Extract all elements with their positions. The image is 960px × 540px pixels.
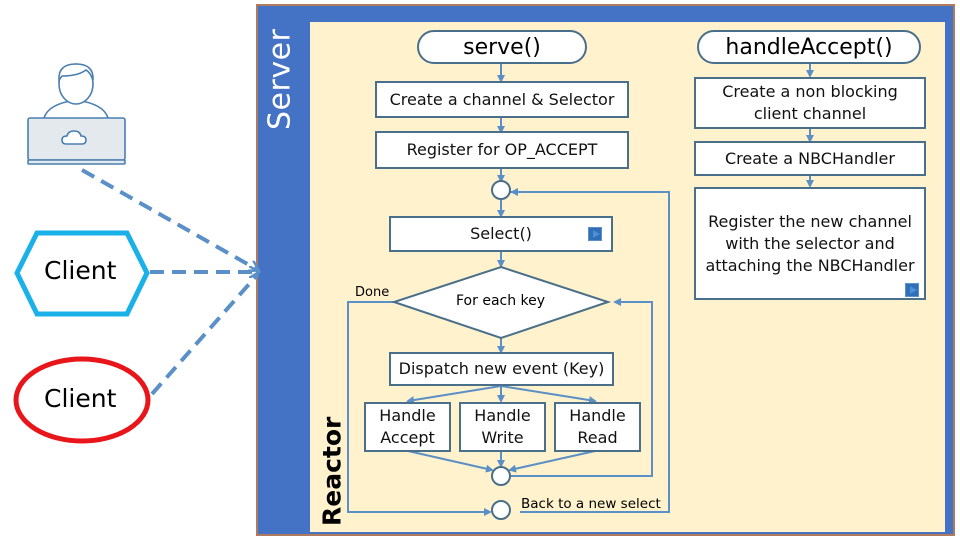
handler-write-line2: Write [481, 428, 524, 447]
step-create-nonblocking-line2: client channel [753, 104, 867, 123]
serve-start-label: serve() [463, 34, 541, 60]
step-create-nonblocking[interactable]: Create a non blocking client channel [694, 77, 926, 129]
handler-accept[interactable]: Handle Accept [364, 402, 451, 452]
client-hexagon-shape[interactable] [14, 230, 150, 317]
person-laptop-icon [27, 63, 126, 165]
decision-label: For each key [456, 293, 546, 309]
client-ellipse-shape[interactable] [13, 356, 151, 444]
step-create-nbchandler[interactable]: Create a NBCHandler [694, 141, 926, 176]
step-select-label: Select() [470, 224, 532, 243]
step-dispatch[interactable]: Dispatch new event (Key) [389, 352, 614, 386]
step-register-accept[interactable]: Register for OP_ACCEPT [375, 131, 629, 169]
step-dispatch-label: Dispatch new event (Key) [398, 359, 605, 378]
handler-accept-line2: Accept [380, 428, 435, 447]
step-create-nonblocking-line1: Create a non blocking [722, 82, 898, 101]
serve-start[interactable]: serve() [417, 30, 587, 64]
client-label-1: Client [44, 256, 117, 285]
step-register-channel[interactable]: Register the new channel with the select… [694, 187, 926, 300]
merge-node-handlers [491, 466, 511, 486]
step-register-channel-line1: Register the new channel [708, 211, 912, 231]
play-button-icon[interactable] [905, 283, 919, 297]
done-label: Done [355, 285, 390, 300]
step-create-channel[interactable]: Create a channel & Selector [375, 81, 629, 118]
client-label-2: Client [44, 384, 117, 413]
decision-diamond [390, 265, 612, 340]
connector-laptop [81, 168, 258, 270]
handle-accept-start[interactable]: handleAccept() [697, 30, 921, 64]
handler-write-line1: Handle [474, 406, 531, 425]
step-register-channel-line3: attaching the NBCHandler [705, 255, 915, 275]
merge-node-back [491, 500, 511, 520]
play-button-icon[interactable] [588, 227, 602, 241]
handler-read[interactable]: Handle Read [554, 402, 641, 452]
handle-accept-start-label: handleAccept() [725, 34, 893, 60]
handler-write[interactable]: Handle Write [459, 402, 546, 452]
merge-node-top [491, 180, 511, 200]
step-create-channel-label: Create a channel & Selector [389, 89, 615, 109]
handler-accept-line1: Handle [379, 406, 436, 425]
step-register-accept-label: Register for OP_ACCEPT [406, 140, 598, 159]
connector-client-2 [150, 272, 260, 396]
step-register-channel-line2: with the selector and [725, 233, 895, 253]
handler-read-line1: Handle [569, 406, 626, 425]
back-to-select-label: Back to a new select [521, 496, 661, 512]
step-select[interactable]: Select() [389, 216, 613, 252]
handler-read-line2: Read [577, 428, 618, 447]
step-create-nbchandler-label: Create a NBCHandler [725, 148, 895, 168]
